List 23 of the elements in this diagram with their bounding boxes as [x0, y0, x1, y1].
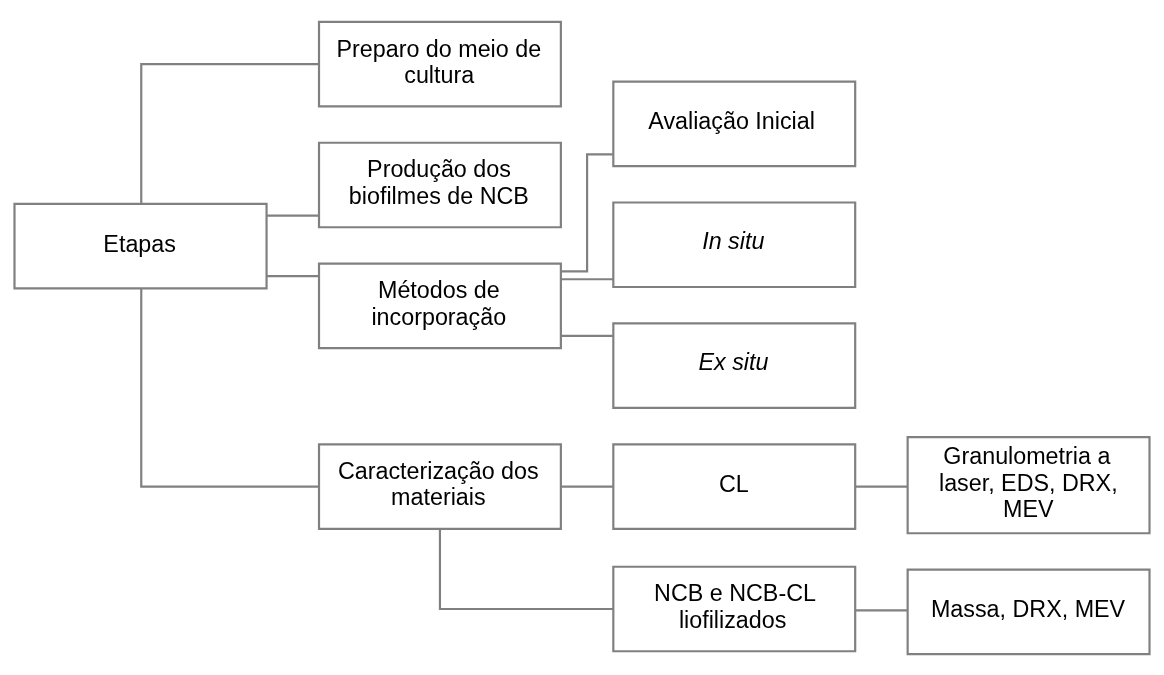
connector — [266, 274, 319, 277]
node-box: NCB e NCB-CL liofilizados — [612, 565, 857, 652]
node-box: Avaliação Inicial — [612, 79, 857, 167]
node-box: CL — [612, 442, 857, 530]
node-box: In situ — [612, 200, 857, 288]
node-box: Preparo do meio de cultura — [317, 20, 562, 107]
connector — [438, 528, 614, 610]
connector — [266, 214, 319, 217]
connector — [560, 277, 614, 280]
connector — [560, 334, 614, 337]
node-box: Caracterização dos materiais — [317, 442, 562, 530]
node-box: Granulometria a laser, EDS, DRX, MEV — [906, 435, 1151, 534]
connector — [140, 62, 319, 203]
connector — [560, 485, 614, 488]
connector — [140, 288, 319, 488]
node-box: Métodos de incorporação — [317, 262, 562, 349]
node-box: Etapas — [13, 202, 268, 290]
connector — [855, 608, 908, 612]
node-box: Produção dos biofilmes de NCB — [317, 141, 562, 228]
node-box: Massa, DRX, MEV — [906, 568, 1151, 655]
connector — [855, 485, 908, 488]
connector — [561, 152, 613, 273]
node-box: Ex situ — [612, 321, 857, 409]
